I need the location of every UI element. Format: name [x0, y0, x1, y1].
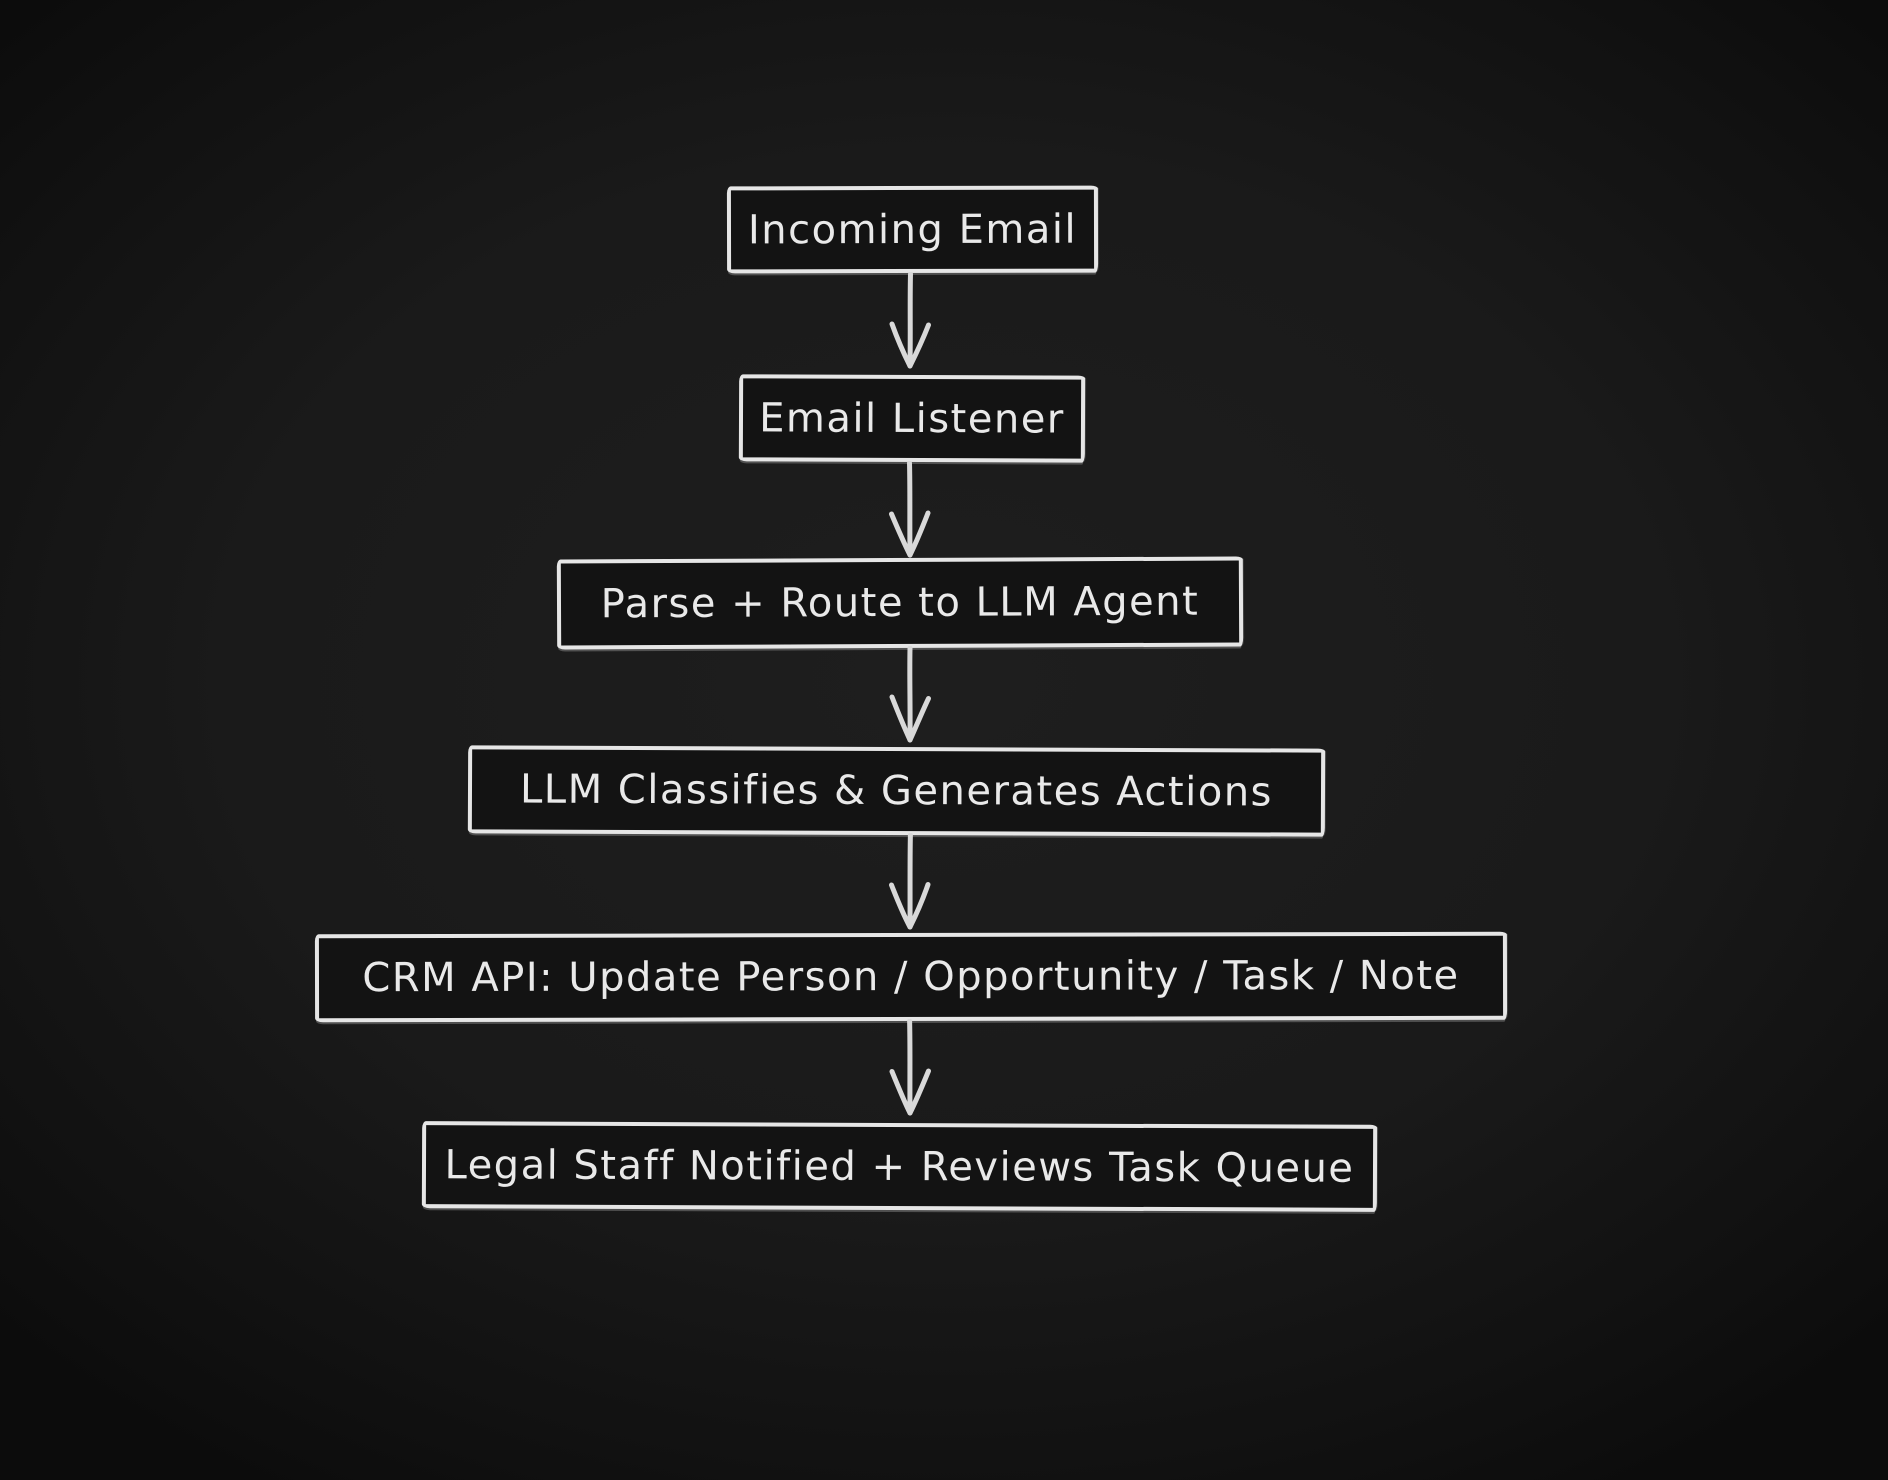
flow-node-crm-api: CRM API: Update Person / Opportunity / T…: [314, 931, 1508, 1023]
arrow-down-icon: [878, 833, 942, 933]
flow-node-label: Parse + Route to LLM Agent: [600, 578, 1200, 628]
arrow-down-icon: [878, 1019, 942, 1119]
flow-node-label: Email Listener: [759, 394, 1065, 443]
flow-node-label: LLM Classifies & Generates Actions: [519, 766, 1274, 816]
arrow-down-icon: [878, 272, 942, 372]
flow-node-legal-staff: Legal Staff Notified + Reviews Task Queu…: [421, 1121, 1378, 1212]
flow-node-label: Legal Staff Notified + Reviews Task Queu…: [444, 1141, 1355, 1192]
flow-node-email-listener: Email Listener: [738, 374, 1086, 463]
flow-node-label: Incoming Email: [747, 206, 1078, 253]
flow-node-label: CRM API: Update Person / Opportunity / T…: [362, 952, 1460, 1002]
flow-node-llm-classify: LLM Classifies & Generates Actions: [467, 745, 1326, 837]
arrow-down-icon: [878, 646, 942, 746]
flow-node-parse-route: Parse + Route to LLM Agent: [556, 556, 1244, 650]
flow-node-incoming-email: Incoming Email: [726, 185, 1099, 274]
arrow-down-icon: [878, 461, 942, 561]
